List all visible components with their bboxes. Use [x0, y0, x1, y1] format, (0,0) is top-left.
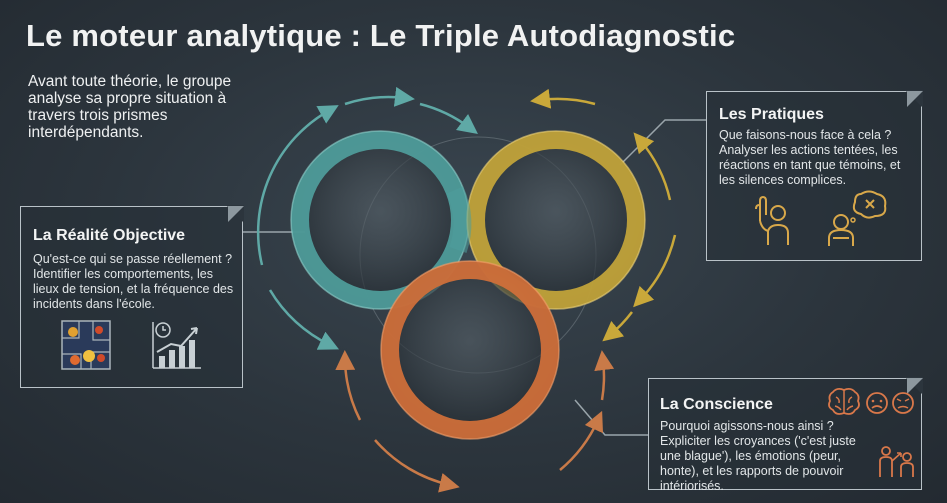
card-conscience: La Conscience Pourquoi agissons-nous ain…: [648, 377, 923, 493]
ring-conscience: [380, 260, 560, 440]
orbit-arrow-orange-2: [374, 439, 460, 493]
orbit-arrow-orange-1: [335, 350, 362, 421]
ring-practices: [466, 130, 646, 310]
card-practices: Les Pratiques Que faisons-nous face à ce…: [706, 90, 923, 261]
heatmap-icon: [61, 320, 111, 370]
sad-face-icon: [866, 392, 888, 414]
raised-hand-icon: [755, 195, 789, 245]
ring-reality: [290, 130, 470, 310]
thinking-person-icon: [828, 190, 887, 246]
orbit-arrow-teal-2: [344, 86, 415, 107]
worried-face-icon: [892, 392, 914, 414]
orbit-arrow-teal-3: [268, 289, 340, 350]
card-practices-heading: Les Pratiques: [719, 106, 824, 123]
orbit-arrow-gold-2: [633, 132, 672, 201]
card-conscience-body: Pourquoi agissons-nous ainsi ? Explicite…: [660, 419, 856, 493]
orbit-arrow-gold-4: [602, 311, 633, 342]
card-conscience-heading: La Conscience: [660, 396, 773, 413]
growth-chart-icon: [152, 322, 201, 369]
connector-practices: [619, 119, 706, 166]
card-practices-body: Que faisons-nous face à cela ? Analyser …: [719, 128, 901, 187]
page-title: Le moteur analytique : Le Triple Autodia…: [26, 18, 736, 53]
card-reality: La Réalité Objective Qu'est-ce qui se pa…: [20, 205, 244, 388]
orbit-arrow-gold-3: [633, 234, 677, 308]
orbit-arrow-orange-3: [559, 410, 604, 471]
orbit-arrow-orange-4: [594, 350, 615, 401]
intro-text: Avant toute théorie, le groupe analyse s…: [28, 73, 232, 141]
card-reality-heading: La Réalité Objective: [33, 227, 186, 244]
orbit-arrow-teal-4: [419, 102, 478, 135]
power-relation-icon: [879, 446, 914, 477]
brain-icon: [828, 387, 860, 415]
connector-conscience: [574, 399, 648, 436]
orbit-arrow-teal-1: [256, 105, 339, 266]
card-reality-body: Qu'est-ce qui se passe réellement ? Iden…: [33, 252, 234, 311]
orbit-arrow-gold-1: [530, 88, 596, 109]
